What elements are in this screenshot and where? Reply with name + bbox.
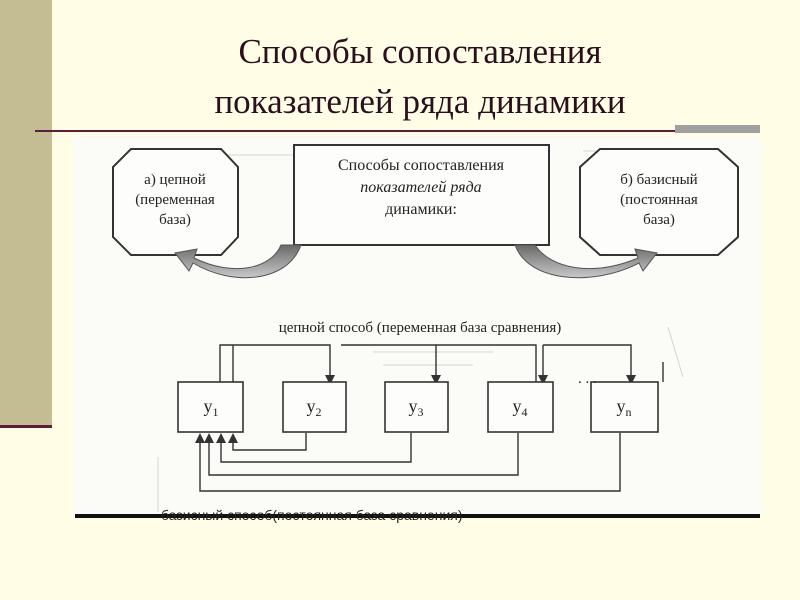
left-text-line2: (переменная [135, 192, 215, 208]
box-y1-label: y1 [204, 396, 219, 419]
box-y3-label: y3 [409, 396, 424, 419]
box-y4 [487, 381, 554, 433]
ellipsis: . . . [578, 371, 597, 387]
right-text-line3: база) [643, 212, 675, 228]
left-octagon [112, 148, 239, 256]
slide-title-line1: Способы сопоставления [238, 32, 602, 71]
decorative-side-line [0, 425, 52, 428]
box-y1 [177, 381, 244, 433]
right-text-line1: б) базисный [620, 172, 697, 188]
box-y3 [384, 381, 449, 433]
bottom-rule [75, 514, 760, 518]
base-connectors [199, 433, 621, 492]
box-yn-label: yn [617, 396, 632, 419]
right-text-line2: (постоянная [620, 192, 698, 208]
center-text-line2: показателей ряда [360, 179, 481, 196]
left-text-line1: а) цепной [144, 172, 206, 188]
decorative-side-bar [0, 0, 52, 425]
center-box [293, 144, 550, 246]
box-y2-label: y2 [307, 396, 322, 419]
left-swoosh-arrow [174, 244, 302, 279]
chain-method-label: цепной способ (переменная база сравнения… [279, 320, 562, 336]
base-arrowheads [195, 433, 238, 443]
title-underline-accent [675, 125, 760, 133]
center-text-line1: Способы сопоставления [338, 157, 505, 174]
basis-method-caption: базисный способ(постоянная база сравнени… [161, 507, 463, 523]
box-yn [590, 381, 659, 433]
diagram-svg: Способы сопоставления показателей ряда д… [112, 144, 739, 512]
slide-title-line2: показателей ряда динамики [214, 82, 626, 121]
box-y4-label: y4 [513, 396, 528, 419]
box-y2 [282, 381, 347, 433]
scanned-diagram: Способы сопоставления показателей ряда д… [73, 137, 761, 517]
chain-arrowheads [325, 375, 636, 385]
left-text-line3: база) [159, 212, 191, 228]
title-underline [35, 130, 740, 132]
right-swoosh-arrow [514, 244, 658, 279]
chain-connectors [219, 344, 664, 382]
center-text-line3: динамики: [385, 201, 457, 218]
right-octagon [579, 148, 739, 256]
value-boxes [177, 381, 659, 433]
